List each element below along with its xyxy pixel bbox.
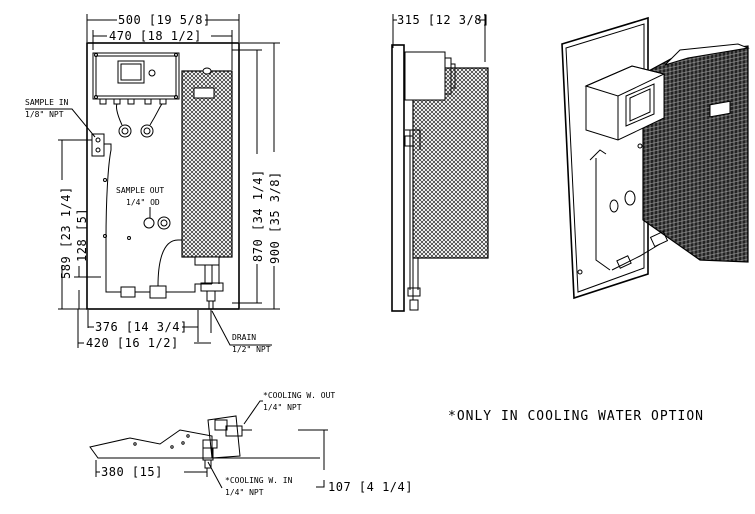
sample-in-fitting: [91, 133, 105, 157]
sample-out-fitting: [143, 217, 155, 229]
front-view: 500 [19 5/8] 470 [18 1/2] 870 [34 1/4] 9…: [25, 13, 282, 354]
dim-depth: 315 [12 3/8]: [397, 13, 490, 27]
dim-cooling-offset: 380 [15]: [101, 465, 163, 479]
dim-width-inner: 470 [18 1/2]: [109, 29, 202, 43]
dim-sample-out-height: 128 [5]: [75, 208, 89, 262]
label-cooling-in-size: 1/4" NPT: [225, 488, 264, 497]
dim-width-outer: 500 [19 5/8]: [118, 13, 211, 27]
label-cooling-in: *COOLING W. IN: [225, 476, 293, 485]
label-sample-out-size: 1/4" OD: [126, 198, 160, 207]
label-drain: DRAIN: [232, 333, 256, 342]
label-sample-in-size: 1/8" NPT: [25, 110, 64, 119]
label-sample-in: SAMPLE IN: [25, 98, 69, 107]
dim-height-outer: 900 [35 3/8]: [268, 171, 282, 264]
dim-height-inner: 870 [34 1/4]: [251, 169, 265, 262]
label-cooling-out: *COOLING W. OUT: [263, 391, 335, 400]
label-sample-out: SAMPLE OUT: [116, 186, 164, 195]
dim-cooling-height: 107 [4 1/4]: [328, 480, 413, 494]
label-cooling-out-size: 1/4" NPT: [263, 403, 302, 412]
detail-view: *COOLING W. OUT 1/4" NPT *COOLING W. IN …: [89, 391, 413, 497]
dim-sample-in-height: 589 [23 1/4]: [59, 186, 73, 279]
dim-drain-offset: 376 [14 3/4]: [95, 320, 188, 334]
side-view: 315 [12 3/8]: [391, 13, 490, 312]
mesh-cover: [181, 70, 233, 258]
controller-box: [92, 52, 180, 105]
front-panel: [86, 42, 240, 310]
note-cooling-option: *ONLY IN COOLING WATER OPTION: [448, 409, 704, 424]
dim-drain-offset-outer: 420 [16 1/2]: [86, 336, 179, 350]
isometric-view: [561, 16, 750, 300]
label-drain-size: 1/2" NPT: [232, 345, 271, 354]
